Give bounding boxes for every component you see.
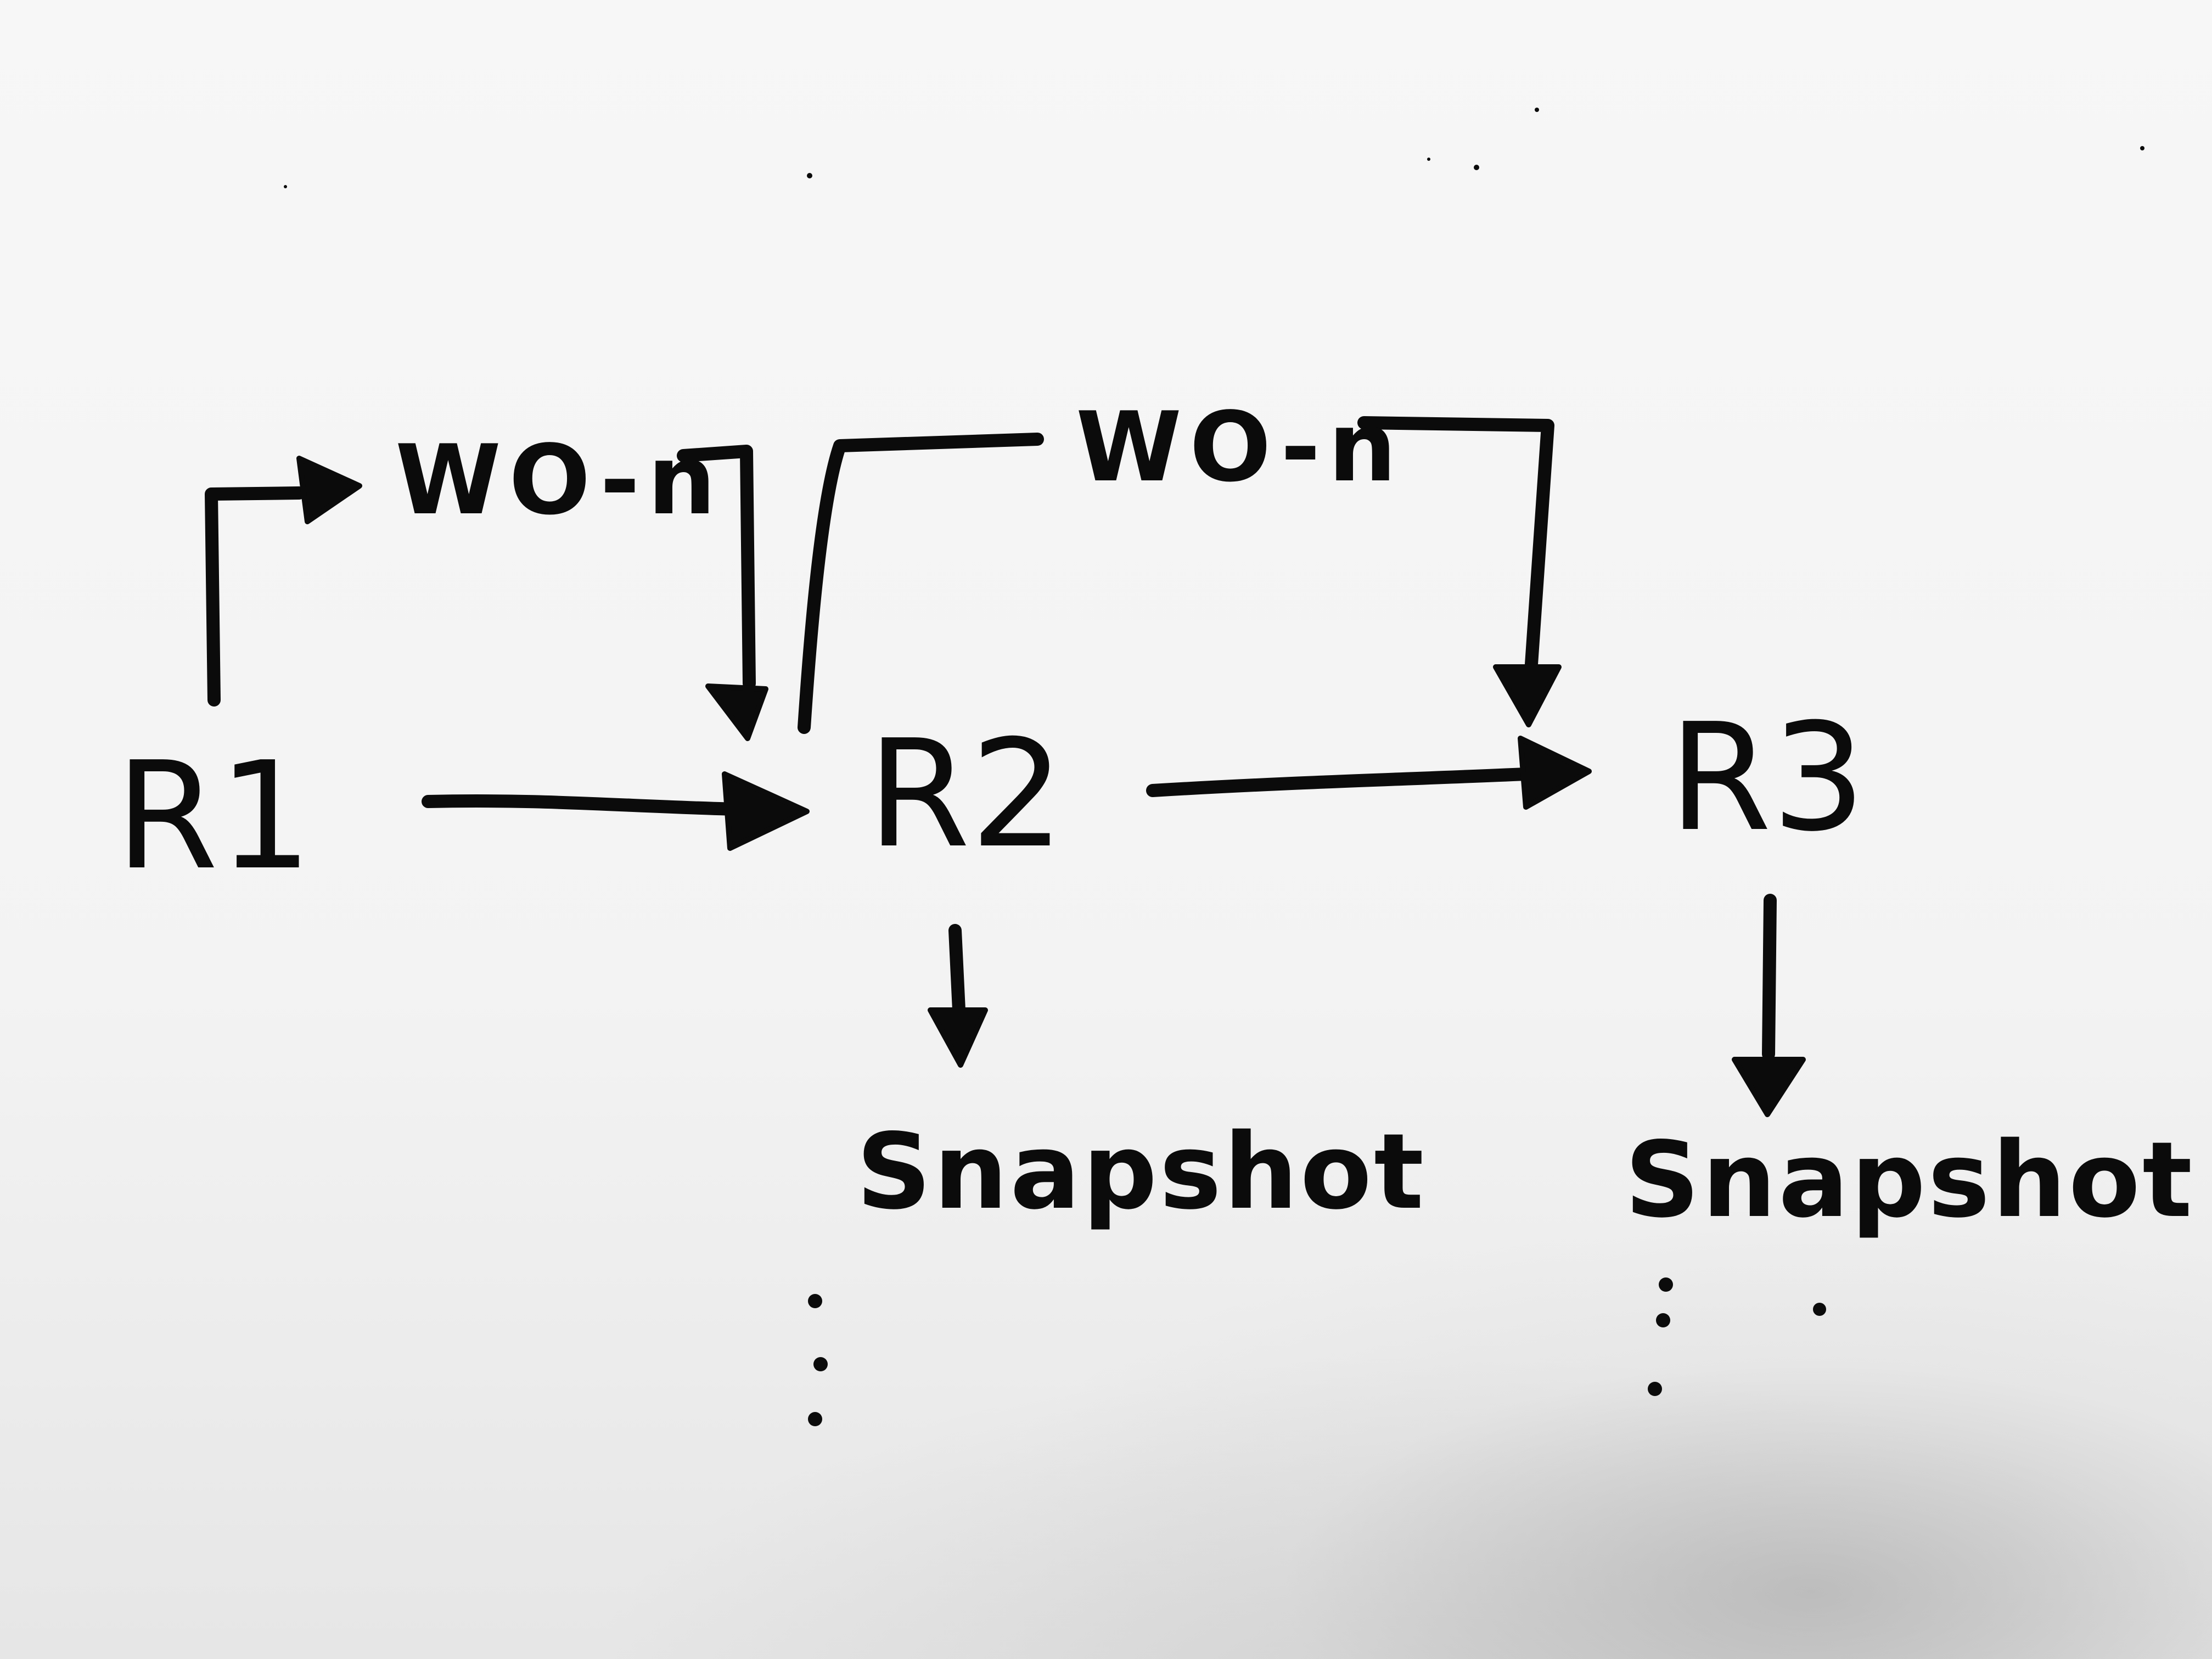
edge-r1-r2: [422, 771, 810, 851]
node-r3: R3: [1669, 691, 1866, 864]
node-r2: R2: [867, 708, 1064, 881]
edge-r2-snapshot: [928, 924, 988, 1068]
ellipsis-r3: [1648, 1277, 1826, 1396]
snapshot-r2-label: Snapshot: [856, 1111, 1426, 1232]
edge-label-wo-right: WO-n: [1076, 392, 1404, 503]
node-r1: R1: [115, 730, 312, 903]
edge-r2-r3-won: [798, 416, 1562, 734]
snapshot-r3-label: Snapshot: [1625, 1119, 2194, 1241]
ellipsis-r2: [808, 1294, 828, 1426]
edge-label-wo-left: WO-n: [395, 425, 723, 536]
edge-r2-r3: [1146, 736, 1592, 810]
edge-r3-snapshot: [1732, 894, 1806, 1117]
edge-r1-r2-won: [205, 445, 768, 741]
board-specks: [284, 108, 2144, 188]
